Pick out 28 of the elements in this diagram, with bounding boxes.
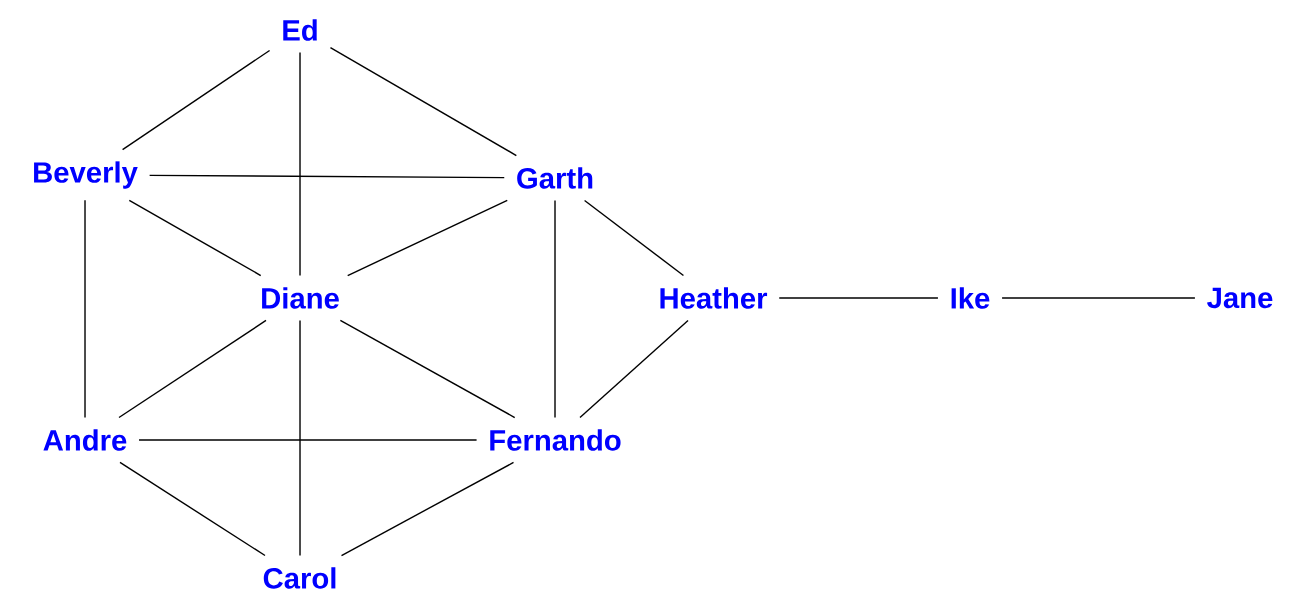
edge-line <box>121 49 271 151</box>
edge-line <box>554 199 556 419</box>
edge-line <box>340 461 515 557</box>
edge-line <box>84 199 86 419</box>
edge-line <box>128 199 262 277</box>
edge-line <box>329 46 518 157</box>
name-label: Carol <box>263 567 336 589</box>
name-label: Diane <box>262 287 339 309</box>
edge-line <box>299 51 301 277</box>
name-label: Beverly <box>34 161 138 189</box>
edge-line <box>299 319 301 557</box>
edge-line <box>138 439 478 441</box>
name-label: Jane <box>1207 287 1273 309</box>
name-label: Ed <box>283 19 317 41</box>
edge-line <box>118 319 267 419</box>
name-label: Ike <box>951 287 990 309</box>
edge-line <box>339 319 516 419</box>
edge-line <box>579 319 689 419</box>
edge-line <box>347 199 508 277</box>
edge-line <box>583 199 685 277</box>
name-label: Fernando <box>490 429 621 451</box>
name-label: Heather <box>660 287 768 309</box>
edge-line <box>148 174 505 179</box>
name-label: Garth <box>517 167 593 189</box>
edge-line <box>1001 297 1196 299</box>
edge-line <box>119 461 266 557</box>
edge-line <box>778 297 939 299</box>
name-label: Andre <box>43 429 127 451</box>
